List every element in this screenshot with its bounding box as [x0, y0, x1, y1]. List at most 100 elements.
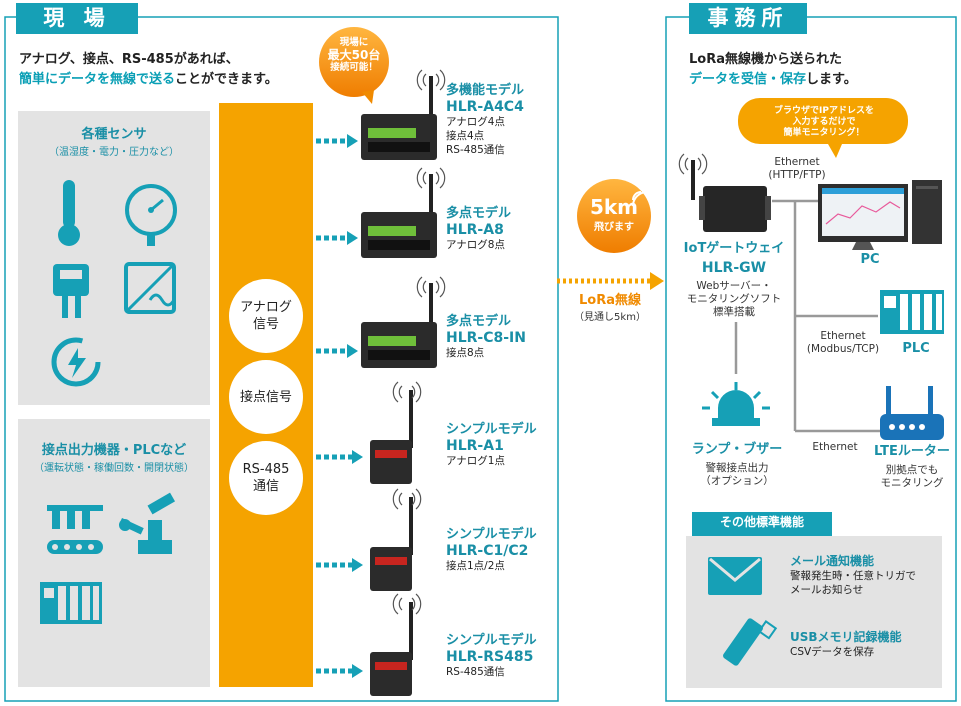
model-code: HLR-RS485: [446, 648, 534, 665]
office-title-tab: [689, 3, 807, 34]
gateway-desc-line: Webサーバー・: [696, 280, 772, 292]
logger-device-a1: [370, 381, 422, 484]
field-intro-rest: ことができます。: [175, 72, 278, 87]
sensor-box: [18, 111, 210, 405]
logger-device-a4c4: [361, 69, 446, 160]
lamp-desc: 警報接点出力 （オプション）: [681, 462, 793, 488]
signal-rs485-line2: 通信: [252, 479, 279, 494]
ethernet-label-router: Ethernet: [812, 441, 858, 453]
model-code: HLR-C1/C2: [446, 542, 529, 559]
plc-device: [880, 290, 944, 334]
lora-label: LoRa無線: [579, 293, 641, 308]
thermometer-icon: [58, 180, 80, 246]
router-desc: 別拠点でも モニタリング: [866, 464, 958, 490]
gateway-desc: Webサーバー・ モニタリングソフト 標準搭載: [672, 280, 796, 319]
office-intro: LoRa無線機から送られた データを受信・保存します。: [689, 50, 857, 90]
router-desc-line: 別拠点でも: [885, 464, 939, 476]
other-functions-header: [692, 512, 832, 536]
model-spec: アナログ4点: [446, 116, 505, 129]
ethernet-label-line: Ethernet: [820, 330, 866, 342]
model-name: 多機能モデル: [446, 83, 525, 98]
max-units-badge: [319, 27, 389, 97]
model-name: シンプルモデル: [446, 527, 537, 542]
production-line-icon: [47, 505, 103, 554]
feature-title: USBメモリ記録機能: [790, 630, 902, 644]
usb-memory-icon: [723, 618, 778, 666]
model-spec: RS-485通信: [446, 666, 505, 679]
model-rs485: シンプルモデル HLR-RS485 RS-485通信: [446, 633, 537, 679]
model-spec: 接点4点: [446, 130, 485, 143]
badge-line-3: 接続可能！: [330, 61, 378, 73]
sensor-subtitle: （温湿度・電力・圧力など）: [49, 147, 179, 158]
signal-circle-rs485: [229, 441, 303, 515]
logger-device-rs485: [370, 593, 422, 696]
model-name: 多点モデル: [446, 314, 512, 329]
model-code: HLR-A4C4: [446, 98, 524, 115]
badge-line-2: 最大50台: [327, 47, 381, 62]
field-intro-highlight: 簡単にデータを無線で送る: [19, 72, 176, 87]
model-a4c4: 多機能モデル HLR-A4C4 アナログ4点 接点4点 RS-485通信: [446, 83, 525, 157]
model-name: シンプルモデル: [446, 633, 537, 648]
model-a8: 多点モデル HLR-A8 アナログ8点: [446, 206, 512, 252]
logger-device-c1c2: [370, 488, 422, 591]
signal-circle-contact: [229, 360, 303, 434]
model-code: HLR-A1: [446, 437, 504, 454]
distance-value: 5km: [589, 195, 639, 219]
field-intro: アナログ、接点、RS-485があれば、 簡単にデータを無線で送ることができます。: [19, 50, 278, 90]
signal-analog-line1: アナログ: [240, 300, 292, 315]
model-c1c2: シンプルモデル HLR-C1/C2 接点1点/2点: [446, 527, 537, 573]
signal-rs485-line1: RS-485: [242, 462, 290, 477]
distance-sub: 飛びます: [594, 222, 634, 233]
plc-label: PLC: [902, 341, 930, 356]
robot-arm-icon: [119, 492, 176, 554]
office-intro-line2: データを受信・保存します。: [689, 70, 857, 90]
signal-analog-line2: 信号: [252, 317, 279, 332]
sensor-title: 各種センサ: [81, 127, 147, 142]
logger-device-c8: [361, 276, 446, 368]
warning-lamp-icon: [702, 382, 770, 426]
field-intro-line2: 簡単にデータを無線で送ることができます。: [19, 70, 278, 90]
signal-contact: 接点信号: [229, 389, 303, 406]
model-spec: 接点1点/2点: [446, 560, 505, 573]
gateway-desc-line: 標準搭載: [713, 306, 755, 318]
model-name: 多点モデル: [446, 206, 512, 221]
ethernet-label-line: (HTTP/FTP): [768, 169, 826, 181]
model-spec: アナログ8点: [446, 239, 505, 252]
signal-contact-line1: 接点信号: [239, 390, 292, 405]
pc-device: [818, 180, 942, 250]
max-units-badge-text: 現場に 最大50台 接続可能！: [319, 37, 389, 74]
device-box: [18, 419, 210, 687]
lamp-label: ランプ・ブザー: [691, 442, 783, 457]
feature-desc: 警報発生時・任意トリガで: [790, 569, 916, 582]
gateway-name: IoTゲートウェイ: [683, 241, 785, 256]
signal-circle-analog: [229, 279, 303, 353]
model-code: HLR-A8: [446, 221, 504, 238]
office-intro-line1: LoRa無線機から送られた: [689, 52, 842, 67]
office-intro-highlight: データを受信・保存: [689, 72, 807, 87]
router-desc-line: モニタリング: [880, 477, 944, 489]
ethernet-label-plc: Ethernet (Modbus/TCP): [797, 330, 889, 356]
monitor-bubble: [738, 98, 908, 158]
bubble-line-1: ブラウザでIPアドレスを: [774, 106, 874, 116]
gateway-desc-line: モニタリングソフト: [686, 293, 782, 305]
ethernet-label-line: (Modbus/TCP): [806, 343, 880, 355]
logger-device-a8: [361, 167, 446, 258]
plc-icon-left: [40, 582, 102, 624]
office-title: 事務所: [707, 6, 789, 30]
lamp-desc-line: （オプション）: [700, 475, 774, 487]
ethernet-lines: [734, 199, 880, 433]
ethernet-label-line: Ethernet: [774, 156, 820, 168]
signal-analog: アナログ 信号: [229, 299, 303, 333]
feature-desc: メールお知らせ: [790, 583, 864, 596]
model-a1: シンプルモデル HLR-A1 アナログ1点: [446, 422, 537, 468]
model-code: HLR-C8-IN: [446, 329, 526, 346]
gateway-code: HLR-GW: [701, 260, 767, 276]
pressure-gauge-icon: [125, 184, 177, 246]
mail-icon: [708, 557, 762, 595]
wifi-icon: [632, 191, 648, 207]
lora-sublabel: （見通し5km）: [574, 312, 646, 323]
power-meter-icon: [53, 264, 89, 318]
feature-desc: CSVデータを保存: [790, 645, 875, 658]
feature-title: メール通知機能: [790, 554, 875, 568]
